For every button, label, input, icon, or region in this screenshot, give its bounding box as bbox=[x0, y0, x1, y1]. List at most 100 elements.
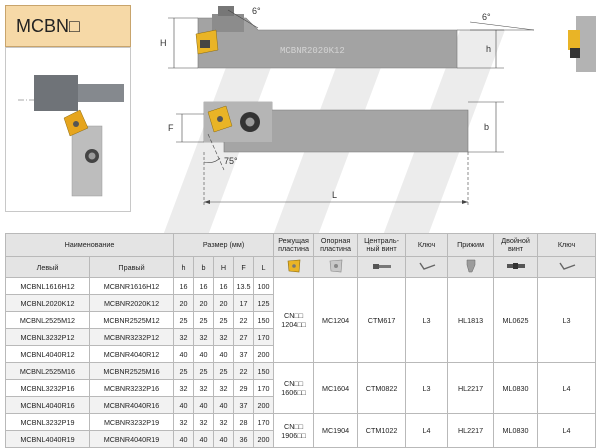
cell-key-2: L4 bbox=[537, 362, 597, 414]
product-title: MCBN□ bbox=[5, 5, 131, 47]
cell-clamp: HL1813 bbox=[447, 277, 495, 363]
cell-left: MCBNL2020K12 bbox=[5, 294, 90, 312]
cell-right: MCBNR3232P12 bbox=[88, 328, 175, 346]
cell-L: 200 bbox=[253, 430, 275, 448]
spec-table: Наименование Размер (мм) Режущая пластин… bbox=[4, 233, 597, 448]
holder-top-view bbox=[203, 101, 469, 153]
tool-marking: MCBNR2020K12 bbox=[280, 46, 345, 56]
cell-center-screw: CTM0822 bbox=[357, 362, 407, 414]
holder-end-view bbox=[568, 16, 596, 72]
table-row: MCBNL3232P19 MCBNR3232P19 32 32 32 28 17… bbox=[5, 413, 597, 448]
cell-h: 32 bbox=[173, 413, 195, 431]
cell-F: 17 bbox=[233, 294, 255, 312]
cell-h: 32 bbox=[173, 328, 195, 346]
header-size-h: h bbox=[173, 256, 195, 278]
cell-h: 20 bbox=[173, 294, 195, 312]
cell-left: MCBNL3232P16 bbox=[5, 379, 90, 397]
cell-F: 37 bbox=[233, 396, 255, 414]
header-key: Ключ bbox=[405, 233, 449, 257]
cell-b: 40 bbox=[193, 345, 215, 363]
cell-key: L3 bbox=[405, 362, 449, 414]
header-shim: Опорная пластина bbox=[313, 233, 359, 257]
cell-F: 36 bbox=[233, 430, 255, 448]
cell-left: MCBNL2525M12 bbox=[5, 311, 90, 329]
table-row: MCBNL4040R16 MCBNR4040R16 40 40 40 37 20… bbox=[5, 396, 596, 414]
cell-H: 32 bbox=[213, 379, 235, 397]
mounting-illustration bbox=[5, 47, 131, 212]
table-row: MCBNL1616H12 MCBNR1616H12 16 16 16 13.5 … bbox=[5, 277, 597, 363]
holder-side-view: MCBNR2020K12 bbox=[195, 6, 458, 69]
cell-right: MCBNR2020K12 bbox=[88, 294, 175, 312]
cell-center-screw: CTM617 bbox=[357, 277, 407, 363]
cell-insert: CN□□ 1606□□ bbox=[273, 362, 315, 414]
cell-L: 200 bbox=[253, 345, 275, 363]
cell-right: MCBNR3232P19 bbox=[88, 413, 175, 431]
cell-insert: CN□□ 1906□□ bbox=[273, 413, 315, 448]
cell-double-screw: ML0625 bbox=[493, 277, 539, 363]
cell-insert: CN□□ 1204□□ bbox=[273, 277, 315, 363]
dim-b: b bbox=[484, 122, 489, 132]
cell-shim: MC1904 bbox=[313, 413, 359, 448]
cell-H: 32 bbox=[213, 413, 235, 431]
header-size-b: b bbox=[193, 256, 215, 278]
dim-angle-6-right: 6° bbox=[482, 12, 491, 22]
cell-L: 170 bbox=[253, 328, 275, 346]
key-icon-2 bbox=[537, 256, 597, 278]
header-double-screw: Двойной винт bbox=[493, 233, 539, 257]
cell-H: 25 bbox=[213, 362, 235, 380]
dim-F: F bbox=[168, 123, 174, 133]
cell-L: 170 bbox=[253, 379, 275, 397]
header-name: Наименование bbox=[4, 233, 175, 257]
cell-right: MCBNR2525M16 bbox=[88, 362, 175, 380]
cell-L: 125 bbox=[253, 294, 275, 312]
cell-H: 16 bbox=[213, 277, 235, 295]
header-left: Левый bbox=[5, 256, 90, 278]
cell-b: 32 bbox=[193, 328, 215, 346]
header-size: Размер (мм) bbox=[173, 233, 275, 257]
product-title-text: MCBN□ bbox=[16, 15, 80, 36]
cell-F: 22 bbox=[233, 311, 255, 329]
cell-L: 100 bbox=[253, 277, 275, 295]
cell-right: MCBNR4040R19 bbox=[88, 430, 175, 448]
cell-key-2: L4 bbox=[537, 413, 597, 448]
cell-left: MCBNL4040R19 bbox=[5, 430, 90, 448]
cell-double-screw: ML0830 bbox=[493, 413, 539, 448]
cell-h: 32 bbox=[173, 379, 195, 397]
header-right: Правый bbox=[88, 256, 175, 278]
double-screw-icon bbox=[493, 256, 539, 278]
cell-right: MCBNR2525M12 bbox=[88, 311, 175, 329]
table-row: MCBNL3232P16 MCBNR3232P16 32 32 32 29 17… bbox=[5, 379, 596, 397]
cell-b: 25 bbox=[193, 362, 215, 380]
cell-h: 40 bbox=[173, 430, 195, 448]
cell-shim: MC1604 bbox=[313, 362, 359, 414]
cell-h: 16 bbox=[173, 277, 195, 295]
cell-h: 40 bbox=[173, 345, 195, 363]
cell-center-screw: CTM1022 bbox=[357, 413, 407, 448]
cell-b: 40 bbox=[193, 396, 215, 414]
cell-right: MCBNR3232P16 bbox=[88, 379, 175, 397]
header-size-L: L bbox=[253, 256, 275, 278]
cell-L: 150 bbox=[253, 311, 275, 329]
header-size-H: H bbox=[213, 256, 235, 278]
header-center-screw: Централь-ный винт bbox=[357, 233, 407, 257]
cell-H: 20 bbox=[213, 294, 235, 312]
cell-b: 32 bbox=[193, 379, 215, 397]
cell-shim: MC1204 bbox=[313, 277, 359, 363]
header-size-F: F bbox=[233, 256, 255, 278]
header-clamp: Прижим bbox=[447, 233, 495, 257]
center-screw-icon bbox=[357, 256, 407, 278]
cell-clamp: HL2217 bbox=[447, 413, 495, 448]
cell-H: 32 bbox=[213, 328, 235, 346]
header-key-2: Ключ bbox=[537, 233, 597, 257]
cell-right: MCBNR4040R12 bbox=[88, 345, 175, 363]
technical-drawing: MCBNR2020K12 H h 6° 6° bbox=[160, 6, 596, 206]
cell-L: 150 bbox=[253, 362, 275, 380]
cell-F: 13.5 bbox=[233, 277, 255, 295]
cell-b: 32 bbox=[193, 413, 215, 431]
cell-key: L4 bbox=[405, 413, 449, 448]
cell-clamp: HL2217 bbox=[447, 362, 495, 414]
cell-h: 40 bbox=[173, 396, 195, 414]
cell-b: 25 bbox=[193, 311, 215, 329]
cell-key: L3 bbox=[405, 277, 449, 363]
cell-right: MCBNR1616H12 bbox=[88, 277, 175, 295]
